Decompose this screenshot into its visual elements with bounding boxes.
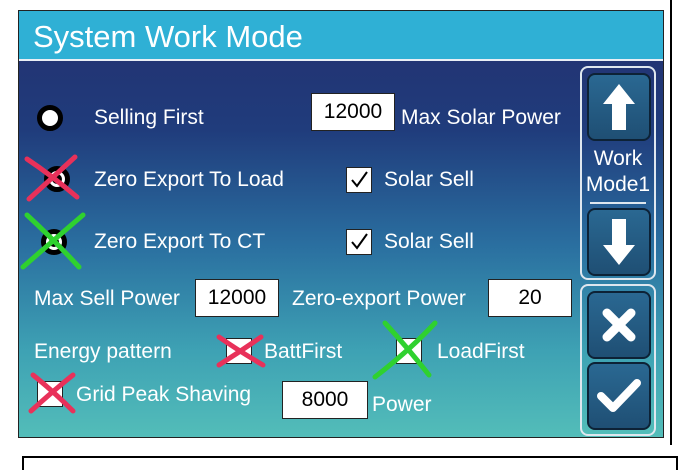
max-sell-power-input[interactable]: 12000 bbox=[195, 279, 279, 317]
work-mode-line2: Mode1 bbox=[585, 173, 651, 197]
label-max-sell-power: Max Sell Power bbox=[34, 287, 180, 310]
label-max-solar-power: Max Solar Power bbox=[401, 106, 561, 129]
side-control-panel: Work Mode1 bbox=[580, 66, 658, 436]
label-grid-peak-shaving-power: Power bbox=[372, 393, 432, 416]
zero-export-power-input[interactable]: 20 bbox=[488, 279, 572, 317]
page-down-button[interactable] bbox=[587, 208, 651, 276]
check-icon bbox=[597, 379, 641, 412]
inverter-screen: System Work Mode Selling First 12000 Max… bbox=[18, 10, 664, 438]
loadfirst-checkbox[interactable] bbox=[396, 338, 422, 364]
work-mode-line1: Work bbox=[593, 147, 643, 170]
label-energy-pattern: Energy pattern bbox=[34, 340, 172, 363]
grid-peak-shaving-checkbox[interactable] bbox=[37, 381, 63, 407]
label-solar-sell-2: Solar Sell bbox=[384, 230, 474, 253]
battfirst-checkbox[interactable] bbox=[226, 338, 252, 364]
page-up-button[interactable] bbox=[587, 73, 651, 141]
work-mode-label: Work Mode1 bbox=[582, 146, 654, 199]
radio-zero-export-to-ct[interactable] bbox=[41, 229, 67, 255]
page-title: System Work Mode bbox=[33, 19, 303, 54]
max-solar-power-input[interactable]: 12000 bbox=[311, 93, 395, 131]
label-zero-export-power: Zero-export Power bbox=[292, 287, 466, 310]
frame-line-right-lower bbox=[676, 456, 678, 470]
close-icon bbox=[602, 308, 636, 342]
label-solar-sell-1: Solar Sell bbox=[384, 168, 474, 191]
label-loadfirst: LoadFirst bbox=[437, 340, 525, 363]
mode-divider bbox=[590, 202, 646, 204]
label-zero-export-to-load: Zero Export To Load bbox=[94, 168, 284, 191]
frame-line-bottom bbox=[22, 456, 677, 458]
label-battfirst: BattFirst bbox=[264, 340, 343, 363]
label-selling-first: Selling First bbox=[94, 106, 204, 129]
arrow-up-icon bbox=[603, 84, 635, 130]
grid-peak-shaving-power-input[interactable]: 8000 bbox=[282, 381, 368, 419]
label-zero-export-to-ct: Zero Export To CT bbox=[94, 230, 266, 253]
radio-selling-first[interactable] bbox=[37, 105, 63, 131]
frame-line-right bbox=[670, 0, 672, 445]
checkmark-icon bbox=[351, 171, 368, 188]
arrow-down-icon bbox=[603, 219, 635, 265]
radio-zero-export-to-load[interactable] bbox=[44, 166, 70, 192]
title-bar: System Work Mode bbox=[19, 11, 663, 61]
confirm-button[interactable] bbox=[587, 362, 651, 430]
solar-sell-checkbox-2[interactable] bbox=[346, 229, 372, 255]
solar-sell-checkbox-1[interactable] bbox=[346, 167, 372, 193]
work-mode-navigator: Work Mode1 bbox=[580, 66, 656, 280]
label-grid-peak-shaving: Grid Peak Shaving bbox=[76, 383, 252, 406]
frame-line-left bbox=[22, 456, 24, 470]
action-buttons bbox=[580, 284, 656, 436]
checkmark-icon bbox=[351, 233, 368, 250]
cancel-button[interactable] bbox=[587, 291, 651, 359]
